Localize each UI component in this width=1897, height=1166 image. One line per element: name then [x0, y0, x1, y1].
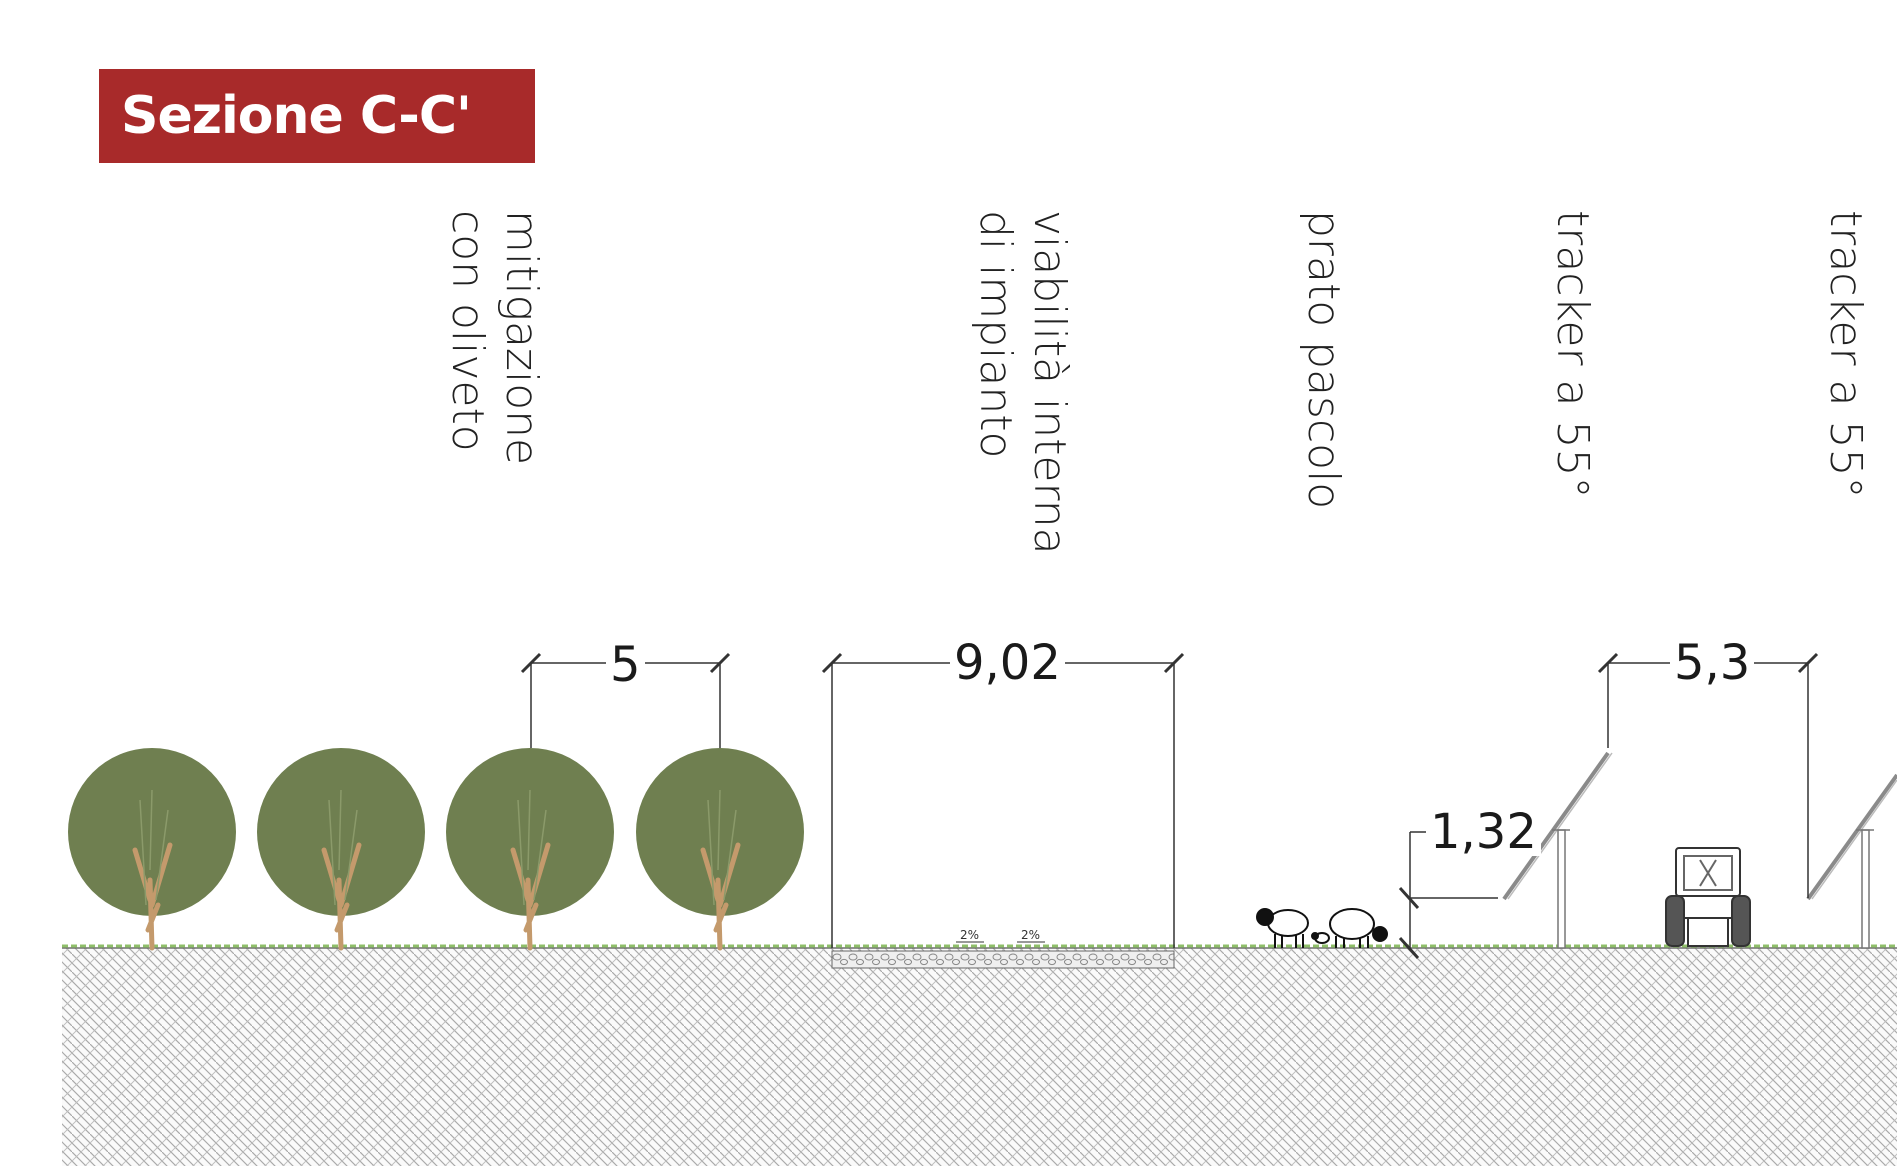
dimension-road-width [821, 652, 1185, 948]
road-slope-2: 2% [1017, 928, 1045, 943]
label-road: viabilità interna di impianto [970, 210, 1075, 555]
dimension-label-road-width: 9,02 [950, 639, 1065, 687]
sheep-icon [1311, 932, 1330, 944]
olive-tree-icon [68, 748, 236, 951]
dimension-label-tracker-height: 1,32 [1426, 808, 1541, 856]
dimension-label-tree-spacing: 5 [606, 641, 645, 689]
olive-tree-icon [636, 748, 804, 951]
slope-label-2: 2% [1021, 928, 1040, 942]
slope-label-1: 2% [960, 928, 979, 942]
section-title: Sezione C-C' [99, 69, 535, 163]
solar-tracker-icon [1806, 773, 1897, 949]
dimension-label-tracker-spacing: 5,3 [1670, 639, 1755, 687]
label-pasture: prato pascolo [1298, 210, 1349, 510]
road-slope-1: 2% [956, 928, 984, 943]
ground-section [62, 948, 1897, 1166]
road-gravel [831, 950, 1175, 969]
label-tracker-1: tracker a 55° [1547, 210, 1598, 499]
solar-tracker-icon [1502, 751, 1613, 949]
label-mitigation: mitigazione con oliveto [442, 210, 547, 466]
dimension-tracker-height [1398, 831, 1498, 960]
tractor-icon [1665, 847, 1751, 947]
olive-tree-icon [446, 748, 614, 951]
olive-tree-icon [257, 748, 425, 951]
label-tracker-2: tracker a 55° [1820, 210, 1871, 499]
sheep-icon [1329, 908, 1388, 948]
sheep-icon [1256, 908, 1309, 948]
